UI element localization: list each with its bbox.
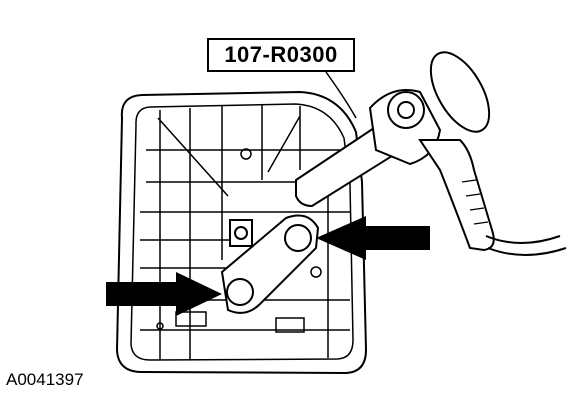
- callout-leader-line: [325, 71, 357, 119]
- arrow-left-pointing: [316, 216, 430, 260]
- figure-id: A0041397: [6, 370, 84, 389]
- tool-callout-label: 107-R0300: [207, 38, 355, 72]
- arrow-right-pointing: [106, 272, 222, 316]
- heat-gun-tool: [295, 51, 567, 256]
- mounting-bracket: [220, 214, 320, 314]
- panel-ribbing: [140, 105, 350, 360]
- arrows: [106, 216, 430, 316]
- door-panel: [115, 90, 368, 375]
